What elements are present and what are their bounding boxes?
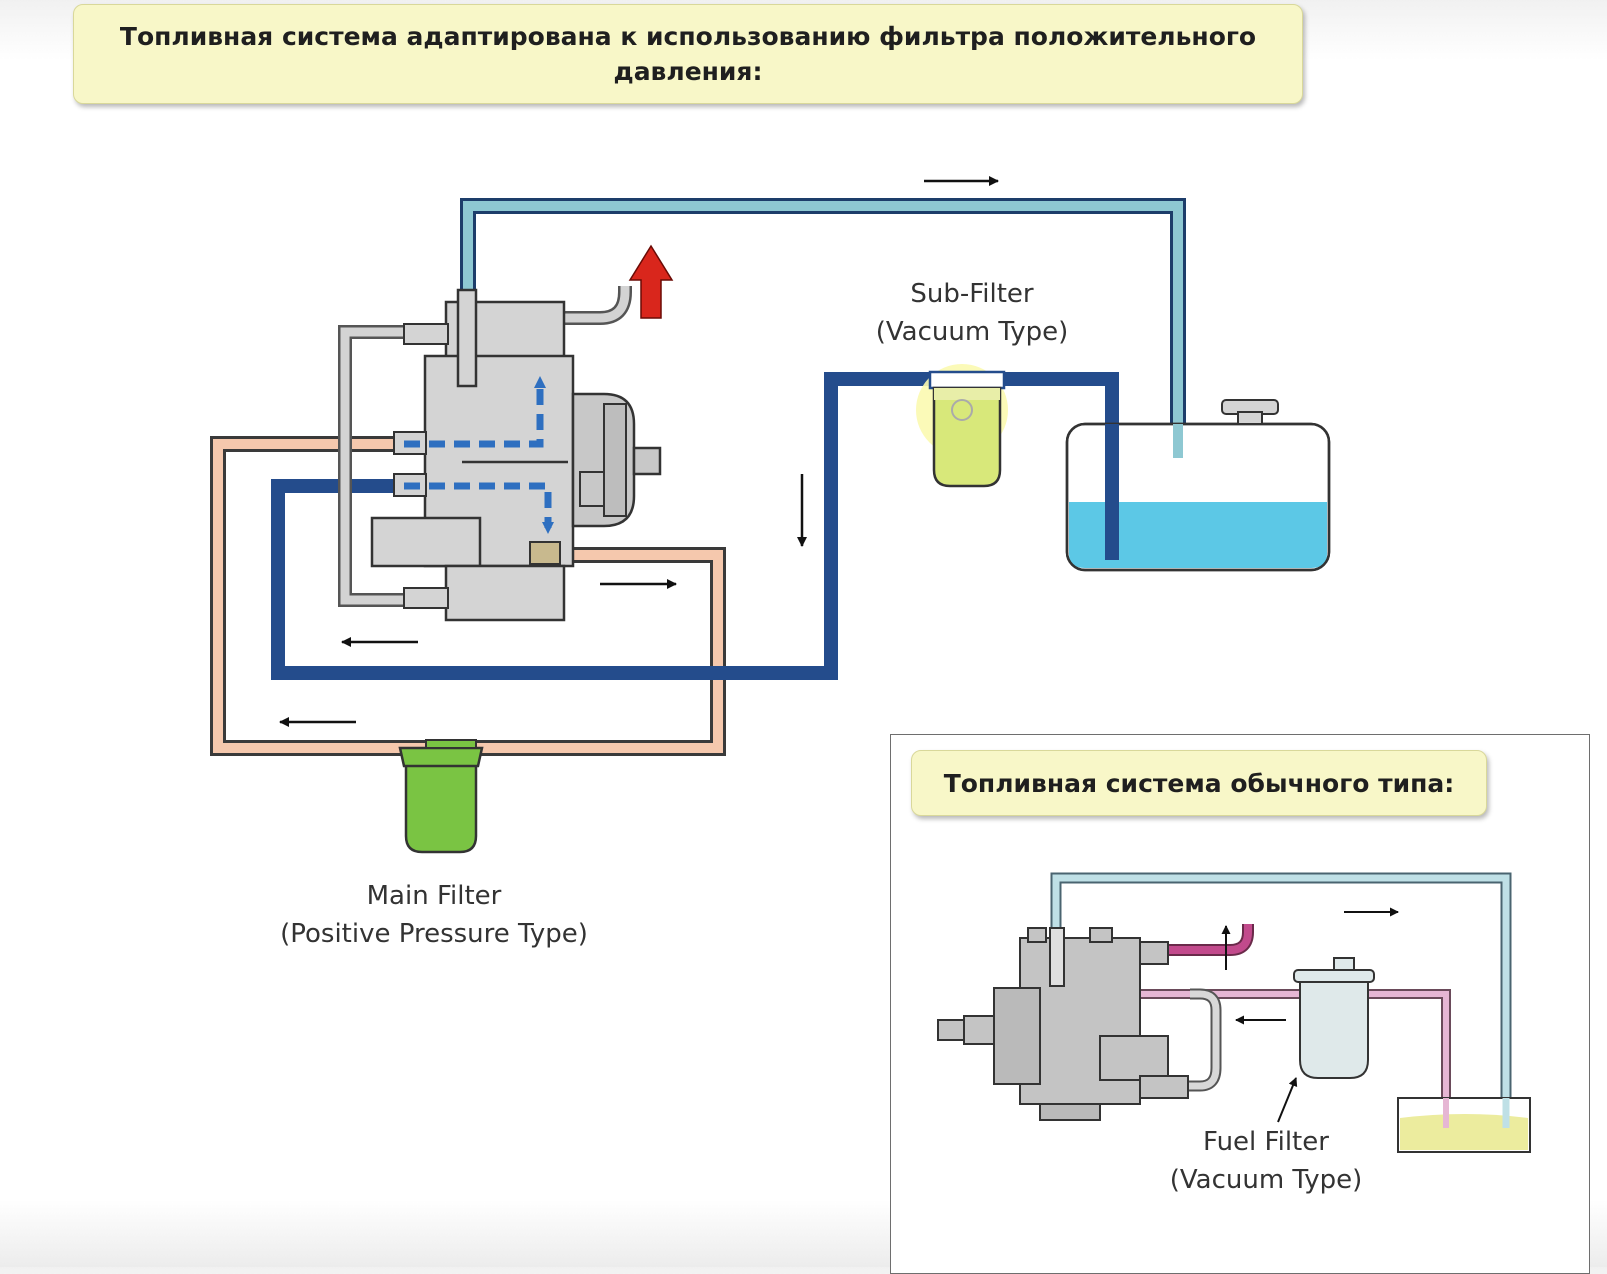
main-title-text: Топливная система адаптирована к использ… [119,22,1257,86]
main-filter [398,739,484,854]
sub-filter-label: Sub-Filter [910,279,1034,309]
inset-flow-arrows [1221,907,1399,1123]
sub-filter [916,364,1008,488]
main-filter-type-label: (Positive Pressure Type) [280,919,588,949]
fuel-tank [1065,399,1331,572]
inset-fuel-tank [1397,1097,1531,1153]
inset-title-text: Топливная система обычного типа: [943,768,1455,798]
fuel-filter-type-label: (Vacuum Type) [1170,1165,1363,1195]
main-filter-label: Main Filter [367,881,502,911]
sub-filter-type-label: (Vacuum Type) [876,317,1069,347]
inset-supply-pump [937,927,1189,1121]
inset-feed-line [1130,924,1451,1128]
main-title-banner: Топливная система адаптирована к использ… [73,4,1303,104]
fuel-filter-label: Fuel Filter [1203,1127,1329,1157]
flow-direction-arrows [279,176,999,727]
inset-fuel-filter [1293,957,1375,1079]
internal-flow-arrows [404,376,554,534]
suction-line [271,372,1119,680]
pressure-up-arrow-icon [628,244,674,319]
inset-title-banner: Топливная система обычного типа: [911,750,1487,816]
inset-return-line [1050,872,1512,1128]
pump-grey-lines [338,286,632,607]
magnifier-icon [951,399,973,421]
